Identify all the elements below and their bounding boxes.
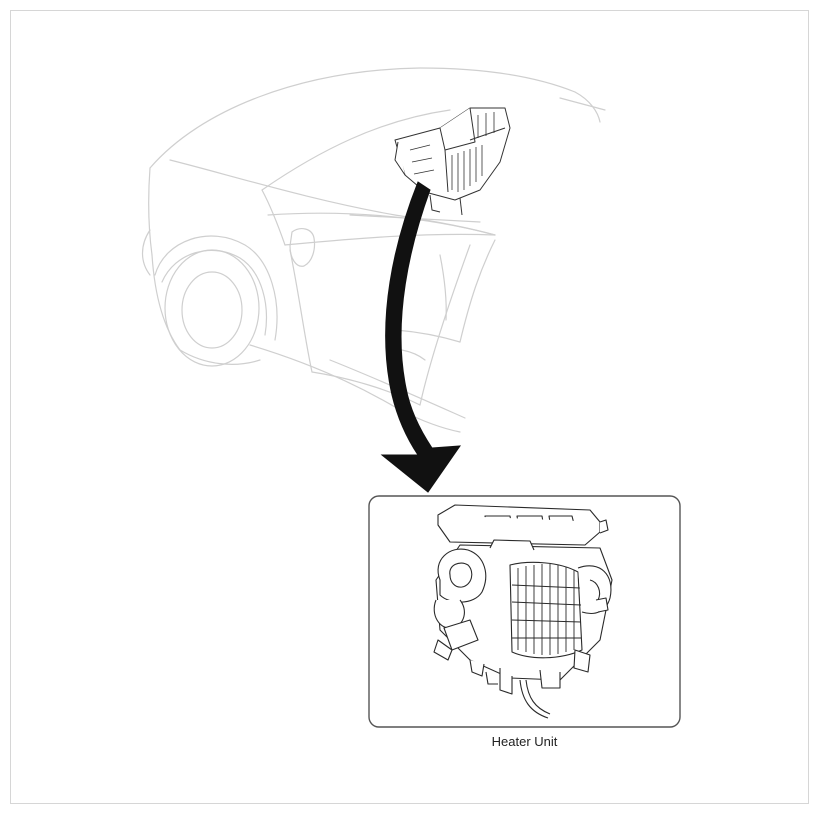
heater-unit-installed-icon xyxy=(394,107,511,216)
heater-unit-caption: Heater Unit xyxy=(491,734,558,749)
curved-arrow-down-icon xyxy=(380,181,462,493)
car-body-icon xyxy=(141,67,606,433)
heater-unit-detail-icon xyxy=(433,504,613,719)
